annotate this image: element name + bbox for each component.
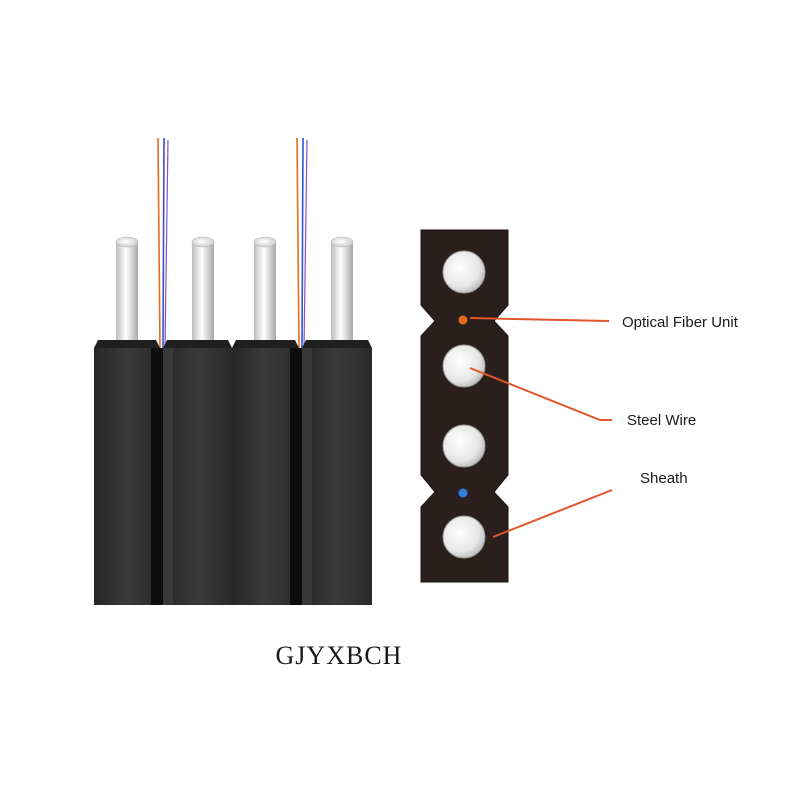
steel-wire-rod-3 [253,236,277,350]
cable-sheath-block-1 [94,340,163,605]
steel-wire-rod-4 [330,236,354,350]
label-sheath: Sheath [640,470,688,487]
steel-wire-section-2 [442,344,486,388]
cable-sheath-block-4 [302,340,372,605]
steel-wire-rod-2 [191,236,215,350]
cable-perspective-view [94,137,372,605]
leader-line-steel-wire [469,367,612,421]
fiber-strands-cable-2 [296,137,308,349]
cable-sheath-block-2 [163,340,232,605]
cable-sheath-block-3 [232,340,302,605]
steel-wire-section-1 [442,250,486,294]
fiber-unit-orange [458,315,468,325]
fiber-strands-cable-1 [157,137,169,349]
label-optical-fiber-unit: Optical Fiber Unit [622,314,739,331]
steel-wire-rod-1 [115,236,139,350]
diagram-title: GJYXBCH [276,641,403,670]
leader-line-sheath [492,489,613,538]
label-steel-wire: Steel Wire [627,412,696,429]
steel-wire-section-3 [442,424,486,468]
fiber-unit-blue [458,488,468,498]
cable-cross-section [420,229,509,583]
leader-line-optical-fiber-unit [469,317,610,322]
steel-wire-section-4 [442,515,486,559]
leader-lines [469,317,613,538]
